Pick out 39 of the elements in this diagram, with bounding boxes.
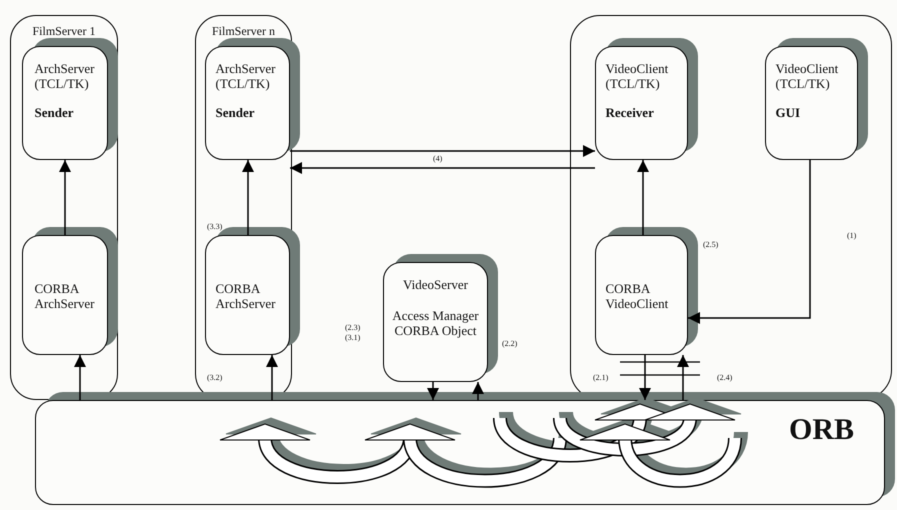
node-title: CORBA ArchServer [216, 280, 276, 310]
arrow [59, 160, 71, 235]
group-box [10, 15, 118, 400]
node-title: VideoServer [402, 277, 469, 292]
arrow [427, 382, 439, 400]
arrow [290, 162, 595, 174]
arrow [688, 160, 811, 324]
node-label: Sender [34, 104, 74, 120]
node-title: ArchServer (TCL/TK) [216, 60, 276, 90]
node-title: VideoClient (TCL/TK) [606, 60, 670, 90]
step-number: (3.2) [207, 373, 222, 382]
arrow [74, 355, 86, 400]
group-title: FilmServer 1 [32, 24, 96, 39]
step-number: (2.1) [593, 373, 608, 382]
arrow [242, 160, 254, 235]
node-title: CORBA VideoClient [606, 280, 670, 310]
node-title: VideoClient (TCL/TK) [776, 60, 840, 90]
step-number: (4) [433, 154, 442, 163]
node-label: GUI [776, 104, 802, 120]
step-number: (2.5) [703, 240, 718, 249]
group-title: FilmServer n [211, 24, 276, 39]
step-number: (2.2) [502, 339, 518, 348]
arrow [472, 382, 484, 400]
arrow [639, 355, 651, 400]
arrow [677, 355, 689, 400]
node-title: ORB [788, 413, 854, 447]
step-number: (3.3) [207, 222, 222, 231]
step-number: (2.3) [345, 323, 360, 332]
node-label: Receiver [606, 104, 655, 120]
step-number: (1) [847, 231, 856, 240]
arrow [266, 355, 278, 400]
node-label: Access Manager CORBA Object [391, 308, 480, 338]
arrow [290, 145, 595, 157]
node-title: ArchServer (TCL/TK) [34, 60, 96, 90]
arrow [637, 160, 649, 235]
step-number: (3.1) [345, 333, 360, 342]
node-label: Sender [216, 104, 256, 120]
step-number: (2.4) [717, 373, 732, 382]
node-title: CORBA ArchServer [34, 280, 96, 310]
